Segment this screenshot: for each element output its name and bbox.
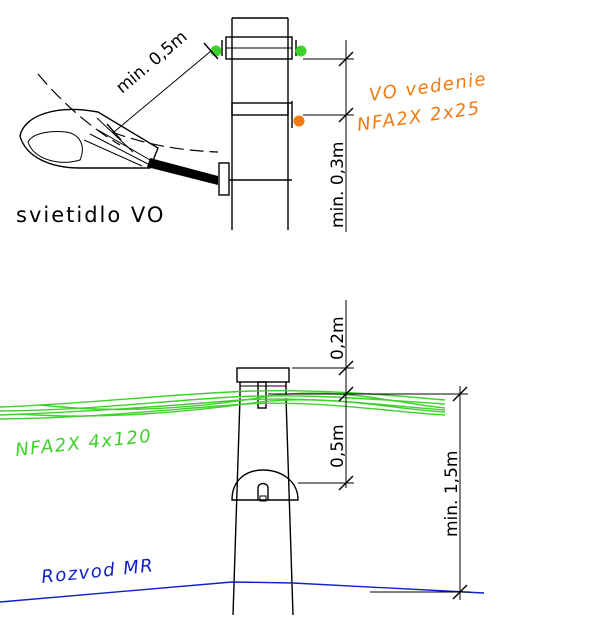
dim-vertical-top-label: min. 0,3m	[328, 142, 348, 228]
bottom-pole-detail: NFA2X 4x120 Rozvod MR 0,2m 0,5m min. 1,5…	[0, 300, 485, 616]
dim-chain-bottom	[268, 300, 468, 491]
bottom-pole-right-edge	[285, 397, 294, 616]
top-pole-detail: min. 0,5m min. 0,3m VO vedenie NFA2X 2x2…	[16, 17, 488, 232]
bottom-pole-cap	[236, 367, 290, 383]
dim-clearance-top-label: min. 0,5m	[112, 27, 191, 98]
pole-box-housing	[231, 469, 299, 502]
orange-cable-conductor	[293, 115, 305, 127]
cable-suspension-clamp	[257, 381, 267, 409]
luminaire-head	[19, 108, 159, 169]
network-label-rozvod-mr: Rozvod MR	[40, 555, 155, 588]
green-conductor-left	[210, 45, 222, 57]
network-line-mr	[0, 581, 485, 603]
luminaire-arm	[147, 158, 218, 185]
bottom-pole-left-edge	[232, 397, 241, 616]
luminaire-label: svietidlo VO	[16, 203, 165, 227]
lower-clamp-band	[231, 102, 289, 116]
clearance-arc-inner	[111, 131, 219, 153]
bracket-plate	[218, 162, 230, 196]
dim-clearance-luminaire	[96, 42, 219, 153]
green-conductor-right	[295, 45, 307, 57]
clearance-arc-outer	[37, 73, 121, 146]
dim-mid-label: 0,5m	[328, 424, 348, 468]
dim-top-label: 0,2m	[328, 316, 348, 360]
green-abc-cable	[0, 390, 446, 420]
dim-total-bottom	[370, 386, 470, 600]
cable-label-nfa2x-4x120: NFA2X 4x120	[14, 426, 153, 461]
dim-total-label: min. 1,5m	[442, 451, 462, 537]
dim-vertical-top	[303, 40, 354, 232]
